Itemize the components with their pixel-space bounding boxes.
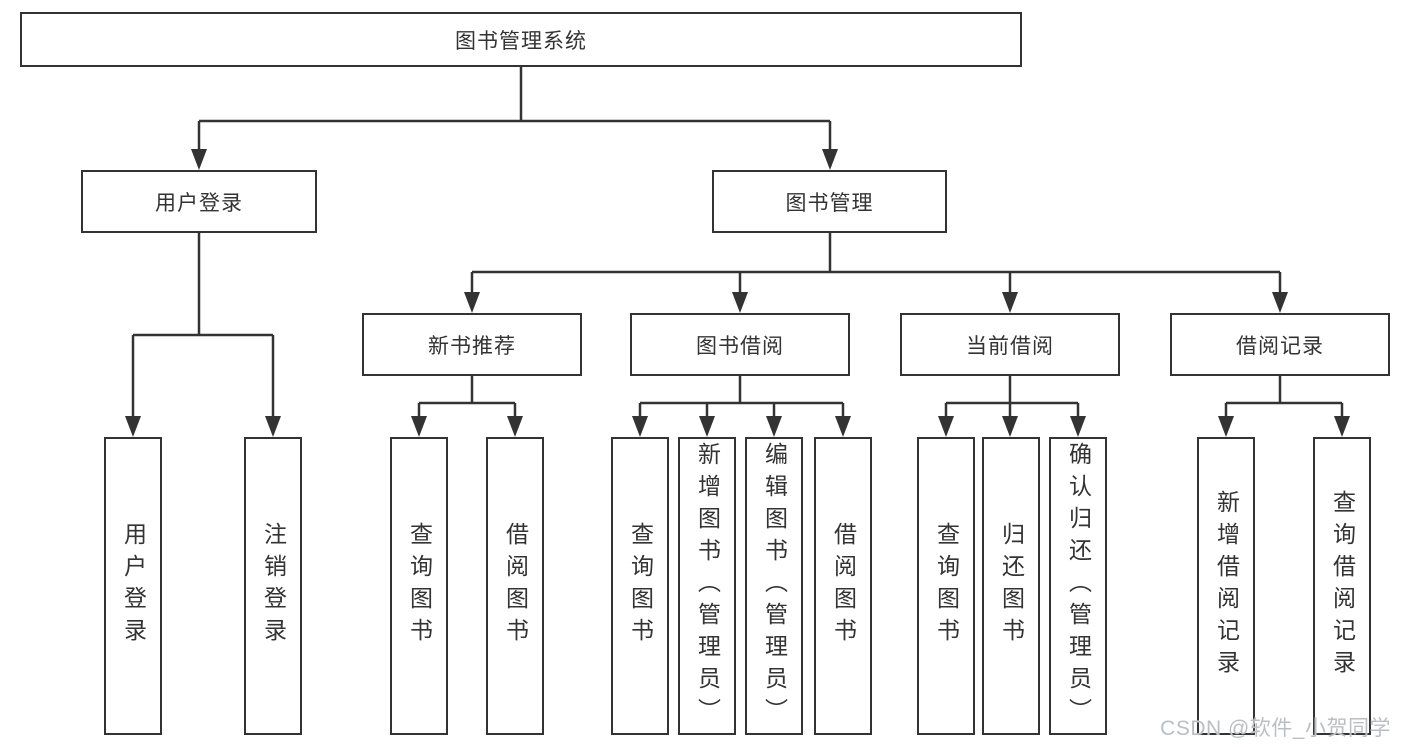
watermark: CSDN @软件_小贺同学: [1160, 717, 1391, 740]
leaf-user-login-label: 用户登录: [120, 522, 147, 650]
leaf-add-borrow-record: 新增借阅记录: [1197, 437, 1255, 735]
node-user-login: 用户登录: [81, 170, 317, 233]
leaf-confirm-return-admin: 确认归还（管理员）: [1049, 437, 1107, 735]
leaf-query-books-current-label: 查询图书: [933, 522, 960, 650]
node-root: 图书管理系统: [20, 12, 1022, 67]
leaf-query-books-current: 查询图书: [917, 437, 975, 735]
connector-new-book-recommend: [417, 376, 517, 418]
leaf-query-borrow-record-label: 查询借阅记录: [1329, 490, 1356, 682]
leaf-borrow-books-label: 借阅图书: [830, 522, 857, 650]
leaf-query-books-recommend-label: 查询图书: [406, 522, 433, 650]
connector-user-login: [131, 233, 275, 418]
connector-book-management: [470, 233, 1282, 294]
leaf-borrow-books-recommend: 借阅图书: [486, 437, 544, 735]
leaf-query-borrow-record: 查询借阅记录: [1313, 437, 1371, 735]
leaf-query-books-borrowing: 查询图书: [611, 437, 669, 735]
leaf-logout-label: 注销登录: [260, 522, 287, 650]
leaf-logout: 注销登录: [244, 437, 302, 735]
connector-current-borrowing: [944, 376, 1080, 418]
leaf-add-book-admin: 新增图书（管理员）: [678, 437, 736, 735]
arrowheads: [125, 149, 1350, 437]
connector-book-borrowing: [638, 376, 845, 418]
node-book-management: 图书管理: [712, 170, 947, 233]
leaf-user-login: 用户登录: [104, 437, 162, 735]
leaf-borrow-books: 借阅图书: [814, 437, 872, 735]
leaf-borrow-books-recommend-label: 借阅图书: [502, 522, 529, 650]
leaf-return-book-label: 归还图书: [998, 522, 1025, 650]
leaf-query-books-borrowing-label: 查询图书: [627, 522, 654, 650]
leaf-confirm-return-admin-label: 确认归还（管理员）: [1065, 442, 1092, 730]
leaf-add-borrow-record-label: 新增借阅记录: [1213, 490, 1240, 682]
leaf-query-books-recommend: 查询图书: [390, 437, 448, 735]
connector-borrowing-records: [1224, 376, 1344, 418]
leaf-return-book: 归还图书: [982, 437, 1040, 735]
node-current-borrowing: 当前借阅: [900, 313, 1120, 376]
node-book-borrowing: 图书借阅: [630, 313, 850, 376]
leaf-edit-book-admin-label: 编辑图书（管理员）: [761, 442, 788, 730]
leaf-add-book-admin-label: 新增图书（管理员）: [694, 442, 721, 730]
node-borrowing-records: 借阅记录: [1170, 313, 1390, 376]
leaf-edit-book-admin: 编辑图书（管理员）: [745, 437, 803, 735]
node-new-book-recommend: 新书推荐: [362, 313, 582, 376]
connector-root: [197, 67, 832, 151]
